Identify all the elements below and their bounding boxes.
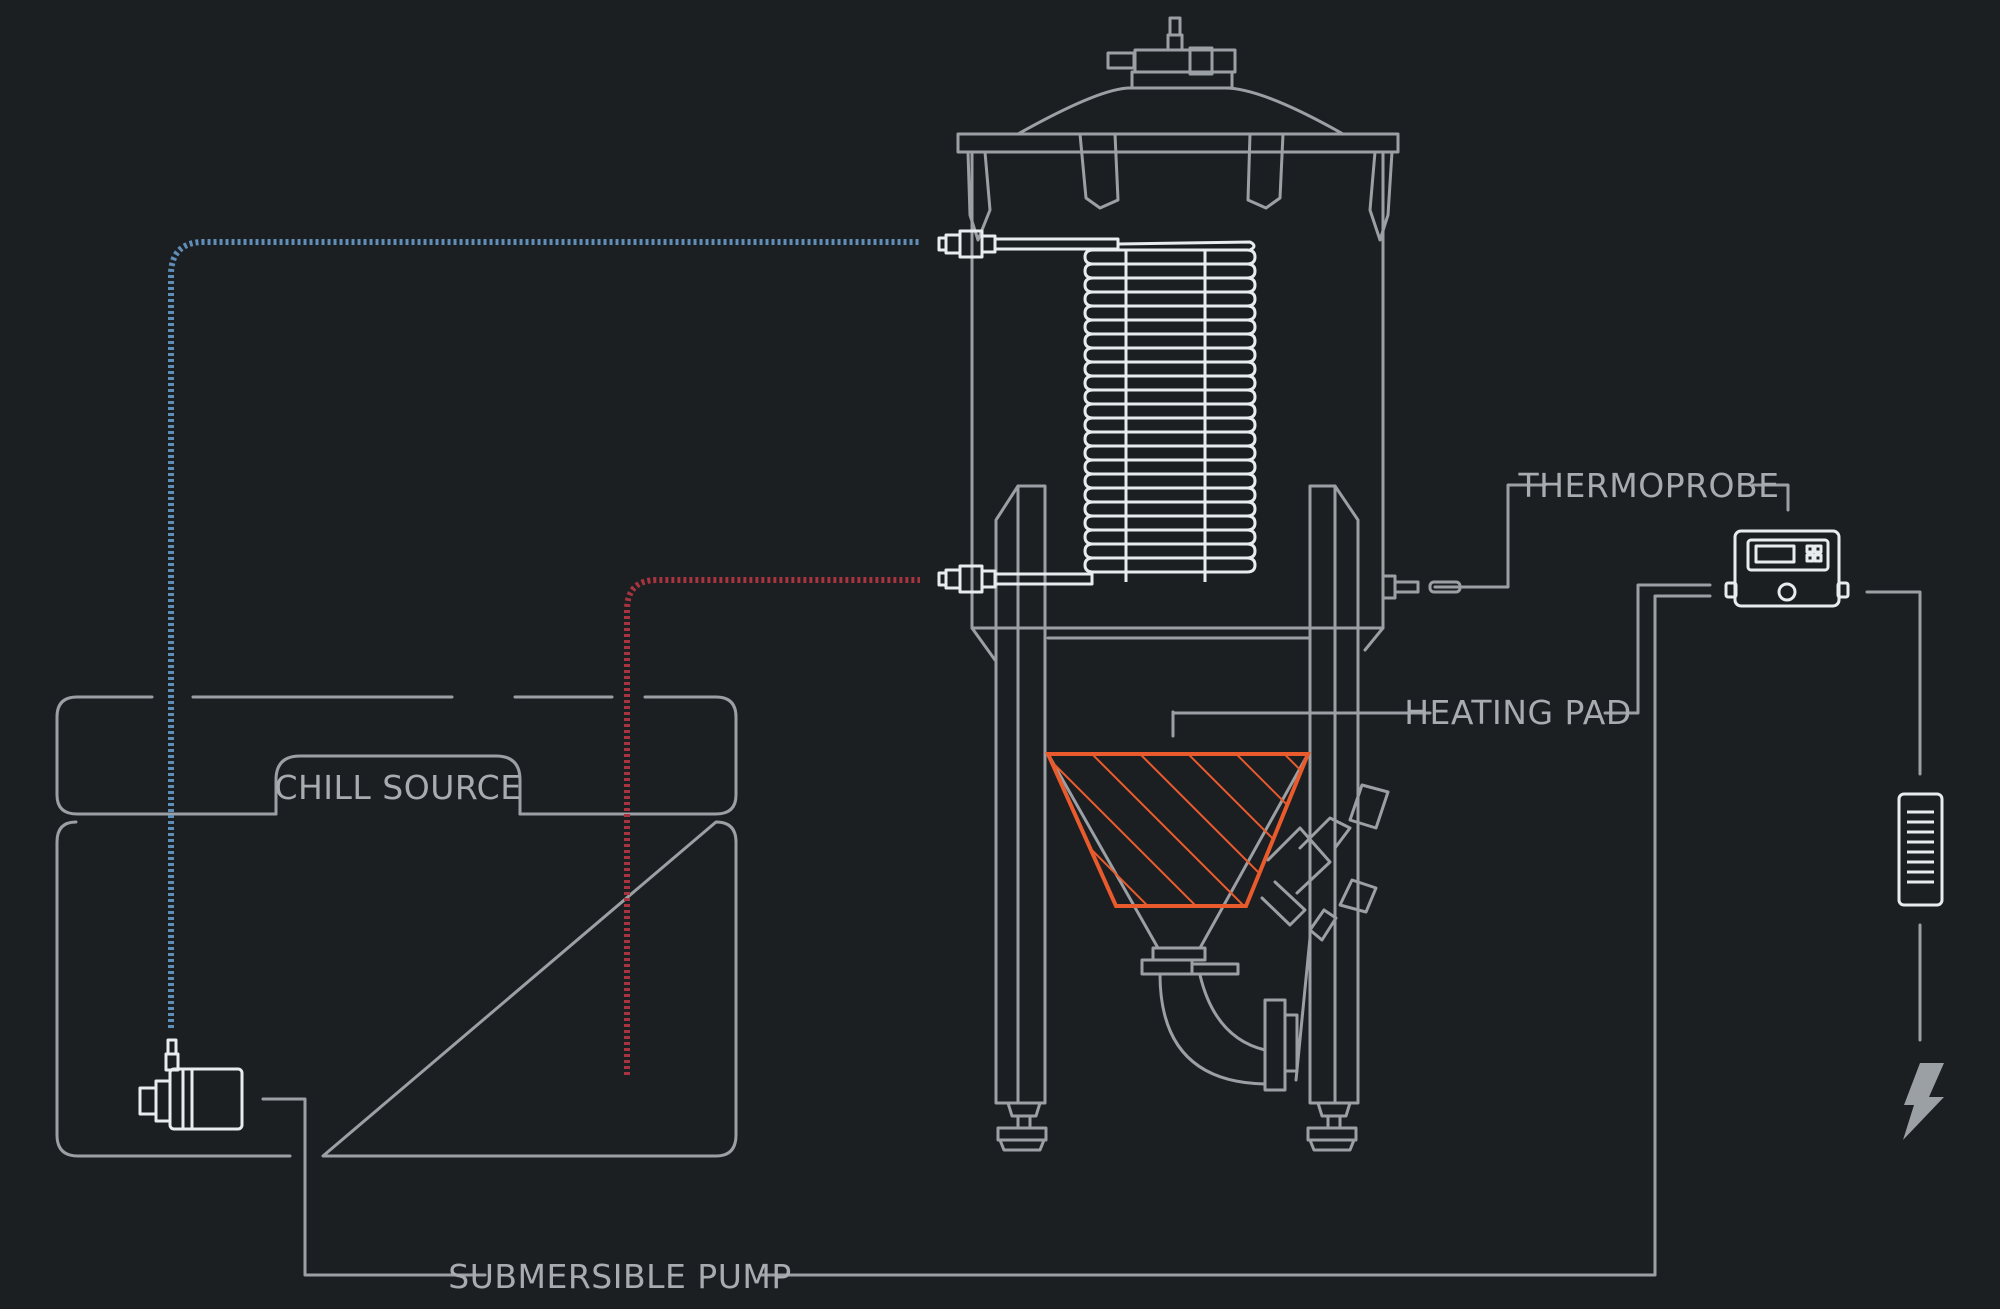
power-adapter-icon bbox=[1897, 792, 1944, 907]
heating-pad bbox=[1044, 752, 1311, 908]
fermenter-legs bbox=[994, 484, 1360, 1152]
temperature-controller-icon bbox=[1724, 529, 1850, 608]
heating-pad-label: HEATING PAD bbox=[1404, 693, 1632, 732]
thermoprobe-icon bbox=[1428, 580, 1482, 594]
chill-source-tank: CHILL SOURCE bbox=[55, 695, 738, 1158]
submersible-pump-label: SUBMERSIBLE PUMP bbox=[448, 1257, 791, 1296]
lightning-bolt-icon bbox=[1903, 1063, 1944, 1140]
chill-source-tab bbox=[274, 754, 522, 816]
cold-supply-hose bbox=[168, 239, 920, 1028]
coil-outlet-fitting bbox=[937, 564, 1094, 594]
fermenter-lid bbox=[956, 16, 1400, 154]
fermenter-body bbox=[970, 150, 1420, 662]
coil-loops bbox=[1083, 248, 1257, 582]
coil-loop bbox=[1083, 556, 1257, 574]
chill-source-label: CHILL SOURCE bbox=[274, 768, 521, 807]
cooling-coil-icon bbox=[937, 229, 1257, 594]
conical-fermenter-icon bbox=[937, 16, 1420, 1152]
thermoprobe-label: THERMOPROBE bbox=[1518, 466, 1780, 505]
submersible-pump-icon bbox=[138, 1038, 244, 1131]
